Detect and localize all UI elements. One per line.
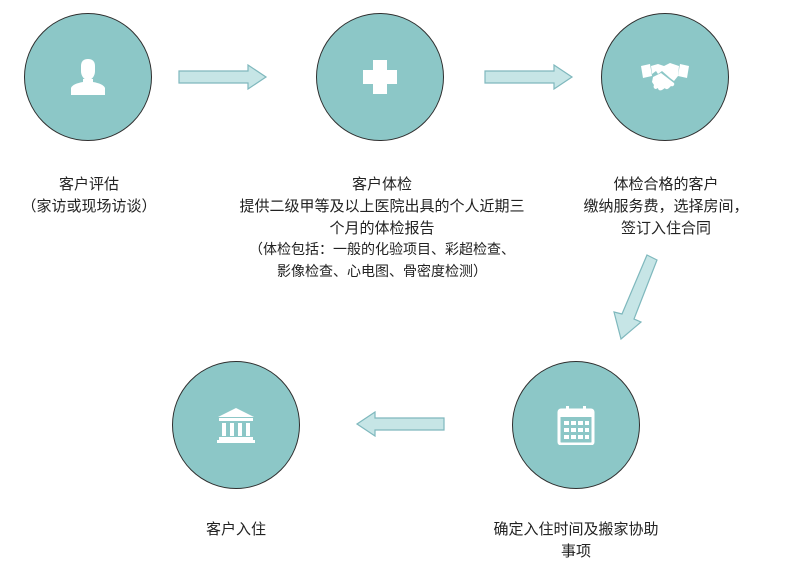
step-exam-circle — [316, 13, 444, 141]
arrow-step3-to-step4 — [613, 254, 658, 341]
step-schedule-label: 确定入住时间及搬家协助 事项 — [466, 518, 686, 562]
step-assessment-label: 客户评估 （家访或现场访谈） — [0, 173, 178, 217]
user-icon — [71, 59, 105, 95]
step-schedule-title: 确定入住时间及搬家协助 — [493, 520, 659, 538]
step-exam-detail-line-4: 影像检查、心电图、骨密度检测） — [277, 264, 487, 280]
calendar-icon — [557, 406, 595, 445]
step-schedule-detail: 事项 — [560, 542, 591, 560]
step-checkin-label: 客户入住 — [176, 518, 296, 540]
step-contract-detail-line-1: 缴纳服务费，选择房间， — [583, 197, 749, 215]
step-checkin-title: 客户入住 — [205, 520, 266, 538]
step-contract-label: 体检合格的客户 缴纳服务费，选择房间， 签订入住合同 — [568, 173, 764, 239]
step-exam-detail-line-3: （体检包括：一般的化验项目、彩超检查、 — [249, 242, 515, 258]
step-exam-detail-line-1: 提供二级甲等及以上医院出具的个人近期三 — [239, 197, 525, 215]
handshake-icon — [641, 63, 689, 91]
step-contract-title: 体检合格的客户 — [613, 175, 719, 193]
step-checkin-circle — [172, 361, 300, 489]
step-assessment-title: 客户评估 — [58, 175, 119, 193]
step-contract-circle — [601, 13, 729, 141]
step-schedule-circle — [512, 361, 640, 489]
step-assessment-detail: （家访或现场访谈） — [21, 197, 157, 215]
building-icon — [217, 408, 255, 443]
medical-cross-icon — [363, 60, 397, 94]
arrow-step4-to-step5 — [355, 411, 445, 437]
step-contract-detail-line-2: 签订入住合同 — [620, 219, 711, 237]
step-assessment-circle — [24, 13, 152, 141]
arrow-step1-to-step2 — [178, 64, 268, 90]
step-exam-detail-line-2: 个月的体检报告 — [329, 219, 435, 237]
step-exam-title: 客户体检 — [351, 175, 412, 193]
arrow-step2-to-step3 — [484, 64, 574, 90]
step-exam-label: 客户体检 提供二级甲等及以上医院出具的个人近期三 个月的体检报告 （体检包括：一… — [185, 173, 579, 283]
